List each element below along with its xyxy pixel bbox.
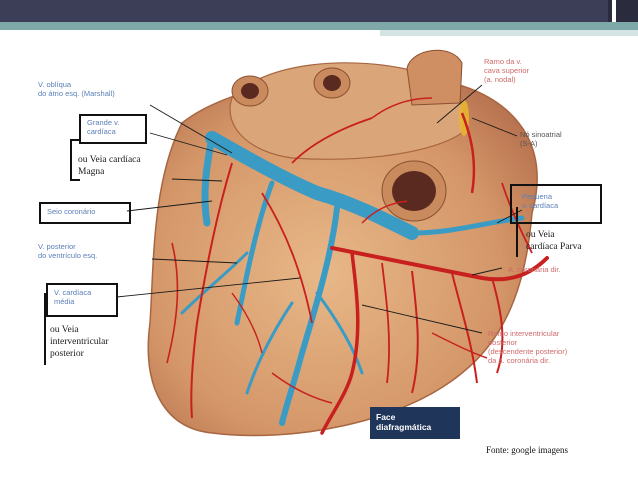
coronary-sinus xyxy=(205,131,419,240)
label-v-media-2: média xyxy=(54,297,75,306)
handwritten-magna-1: ou Veia cardíaca xyxy=(78,155,141,165)
artery-branch-13 xyxy=(231,292,263,354)
handwritten-interv-3: posterior xyxy=(50,349,84,359)
handwritten-parva-1: ou Veia xyxy=(526,230,555,240)
middle-cardiac-vein xyxy=(279,205,340,426)
label-ramo-interv-1: Ramo interventricular xyxy=(488,329,560,338)
handwritten-parva-2: cardíaca Parva xyxy=(526,242,582,252)
label-no-sinoatrial-1: Nó sinoatrial xyxy=(520,130,562,139)
label-ramo-vcava-3: (a. nodal) xyxy=(484,75,516,84)
label-v-posterior-1: V. posterior xyxy=(38,242,76,251)
label-ramo-vcava-2: cava superior xyxy=(484,66,530,75)
label-coronaria-dir: A. coronária dir. xyxy=(508,265,561,274)
box-grande-v-cardiaca xyxy=(79,114,147,144)
superior-vena-cava xyxy=(406,49,463,106)
vein-branch-1 xyxy=(315,291,364,375)
title-bar-accent-light xyxy=(380,30,638,36)
label-pequena-2: v. cardíaca xyxy=(522,201,559,210)
label-v-posterior-2: do ventrículo esq. xyxy=(38,251,98,260)
bracket-magna-bottom xyxy=(70,179,80,181)
heart-illustration: V. oblíqua do átrio esq. (Marshall) Gran… xyxy=(32,43,605,460)
inferior-vena-cava-lumen xyxy=(392,171,436,211)
box-pequena-v-cardiaca xyxy=(510,184,602,224)
face-label-line-1: Face xyxy=(376,412,396,422)
handwritten-interv-1: ou Veia xyxy=(50,325,79,335)
artery-branch-11 xyxy=(271,372,333,404)
title-bar-accent xyxy=(0,22,638,30)
pulmonary-vein-1-lumen xyxy=(241,83,259,99)
bracket-magna xyxy=(70,139,72,181)
label-ramo-interv-3: (descendente posterior) xyxy=(488,347,568,356)
face-label-line-2: diafragmática xyxy=(376,422,432,432)
artery-branch-1 xyxy=(451,272,478,384)
artery-branch-7 xyxy=(291,117,373,164)
title-bar-divider xyxy=(612,0,616,22)
pulmonary-vein-2-lumen xyxy=(323,75,341,91)
small-cardiac-vein xyxy=(409,215,525,236)
great-cardiac-vein xyxy=(201,134,216,227)
slide-title-bar xyxy=(0,0,638,22)
label-seio: Seio coronário xyxy=(47,207,96,216)
vein-branch-3 xyxy=(180,251,249,315)
artery-branch-6 xyxy=(261,192,313,324)
source-note: Fonte: google imagens xyxy=(486,445,568,455)
label-v-obliqua-1: V. oblíqua xyxy=(38,80,72,89)
label-v-media-1: V. cardíaca xyxy=(54,288,92,297)
vein-branch-2 xyxy=(245,301,294,395)
box-v-cardiaca-media xyxy=(46,283,118,317)
label-grande-v-1: Grande v. xyxy=(87,118,120,127)
artery-branch-3 xyxy=(411,270,419,394)
posterior-interventricular-artery xyxy=(320,251,360,435)
label-v-obliqua-2: do átrio esq. (Marshall) xyxy=(38,89,115,98)
artery-branch-12 xyxy=(431,332,488,359)
right-coronary-artery xyxy=(330,246,549,282)
label-ramo-interv-4: da a. coronária dir. xyxy=(488,356,551,365)
heart-drawing xyxy=(116,49,549,437)
box-seio-coronario xyxy=(39,202,131,224)
artery-branch-4 xyxy=(381,262,390,384)
artery-branch-10 xyxy=(166,242,179,364)
bracket-parva xyxy=(516,207,518,257)
handwritten-interv-2: interventricular xyxy=(50,337,109,347)
artery-branch-8 xyxy=(371,97,433,119)
bracket-interv xyxy=(44,293,46,365)
artery-branch-2 xyxy=(491,277,504,374)
artery-branch-14 xyxy=(361,200,408,224)
sa-nodal-artery xyxy=(460,112,476,194)
label-grande-v-2: cardíaca xyxy=(87,127,116,136)
label-ramo-vcava-1: Ramo da v. xyxy=(484,57,522,66)
label-no-sinoatrial-2: (S-A) xyxy=(520,139,538,148)
label-ramo-interv-2: posterior xyxy=(488,338,518,347)
leader-lines xyxy=(116,84,523,334)
handwritten-magna-2: Magna xyxy=(78,167,105,177)
label-pequena-1: Pequena xyxy=(522,192,553,201)
bracket-magna-top xyxy=(70,139,80,141)
artery-branch-5 xyxy=(190,162,233,419)
face-diafragmatica-label: Face diafragmática xyxy=(370,407,460,439)
